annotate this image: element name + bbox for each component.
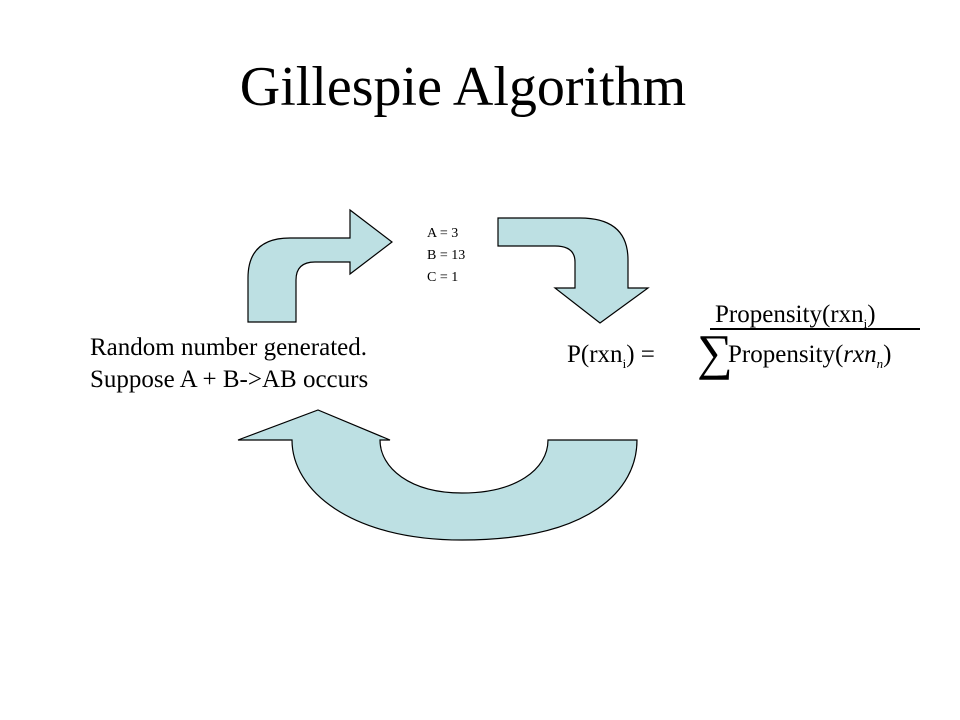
denominator-variable: rxn [843,341,877,368]
arrow-up-left [247,208,393,323]
probability-suffix: ) = [626,341,655,368]
state-b: B = 13 [427,248,466,263]
denominator-prefix: Propensity( [728,341,844,368]
page-title: Gillespie Algorithm [239,56,687,118]
numerator-suffix: ) [867,301,876,328]
probability-label: P(rxni) = [567,340,655,370]
probability-subscript: i [622,356,627,371]
fraction-bar [710,328,920,330]
sum-sign: ∑ [697,324,733,380]
state-a: A = 3 [427,226,459,241]
arrow-down-right [497,217,650,324]
denominator-subscript: n [876,356,884,371]
arrow-bottom-return [237,409,638,541]
fraction-denominator: Propensity(rxnn) [728,340,891,370]
probability-prefix: P(rxn [567,341,623,368]
description-line-1: Random number generated. [90,334,367,361]
fraction-numerator: Propensity(rxni) [715,300,876,330]
state-c: C = 1 [427,270,459,285]
description-line-2: Suppose A + B->AB occurs [90,366,369,393]
numerator-subscript: i [863,316,868,331]
denominator-suffix: ) [883,341,892,368]
numerator-prefix: Propensity(rxn [715,301,864,328]
